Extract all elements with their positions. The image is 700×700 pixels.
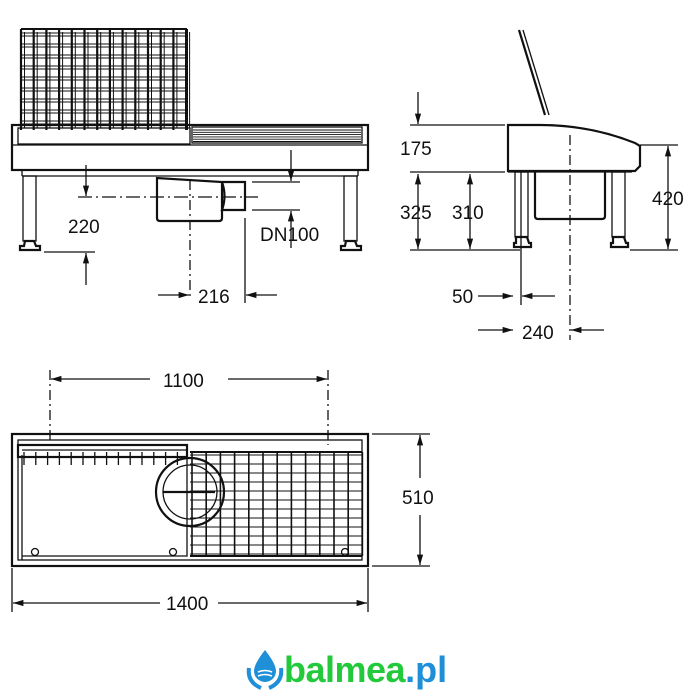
dim-dn100: DN100 — [260, 225, 319, 246]
leg-left — [22, 175, 37, 242]
side-view: 175 325 310 420 50 240 — [400, 29, 684, 344]
top-grid-rack — [190, 451, 364, 557]
dim-1100: 1100 — [163, 371, 204, 392]
dim-420: 420 — [652, 189, 684, 210]
logo-suffix: .pl — [405, 649, 448, 690]
dim-325: 325 — [400, 203, 432, 224]
dim-510: 510 — [402, 488, 434, 509]
leg-right — [343, 175, 358, 242]
grid-rack — [19, 28, 191, 130]
logo-drop-icon — [246, 650, 284, 690]
lifted-rack — [517, 29, 547, 116]
drain-circle — [154, 456, 226, 528]
dim-310: 310 — [452, 203, 484, 224]
trap — [155, 176, 224, 223]
top-view: 1100 510 1400 — [10, 370, 434, 615]
dim-1400: 1400 — [166, 594, 208, 615]
outlet-pipe — [220, 180, 247, 212]
dim-216: 216 — [198, 287, 230, 308]
dim-240: 240 — [522, 323, 554, 344]
dim-50: 50 — [452, 287, 473, 308]
dim-220: 220 — [68, 217, 100, 238]
drain-slats — [193, 129, 361, 142]
dim-175: 175 — [400, 139, 432, 160]
front-view: 220 DN100 216 — [10, 28, 370, 308]
comb-strip — [23, 452, 179, 465]
brand-logo: balmea.pl — [278, 648, 447, 692]
logo-name: balmea — [284, 649, 406, 690]
